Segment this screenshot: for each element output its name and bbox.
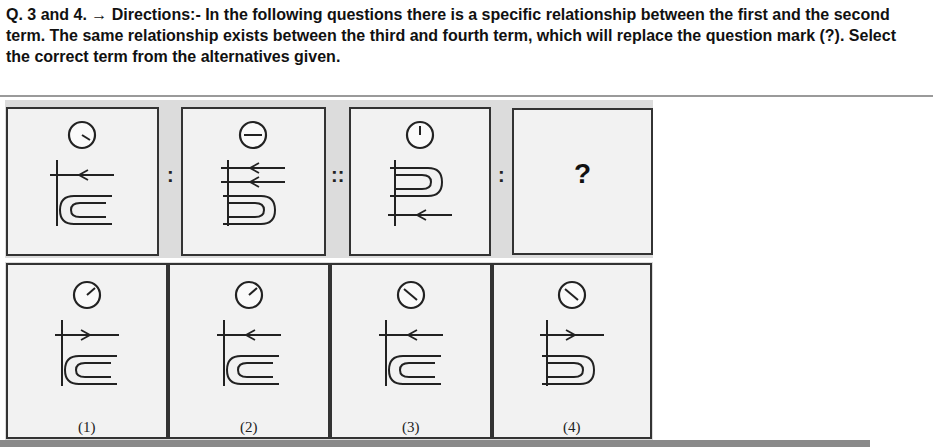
ratio-separator: :: xyxy=(331,164,344,187)
question-mark: ? xyxy=(574,158,591,190)
ratio-separator: : xyxy=(498,164,505,187)
option-number: (4) xyxy=(563,419,581,436)
option-number: (2) xyxy=(240,419,258,436)
directions-heading: Q. 3 and 4. → Directions:- In the follow… xyxy=(6,4,921,67)
ratio-separator: : xyxy=(167,164,174,187)
option-number: (1) xyxy=(78,419,96,436)
question-box: ? xyxy=(512,108,653,255)
option-number: (3) xyxy=(402,419,420,436)
